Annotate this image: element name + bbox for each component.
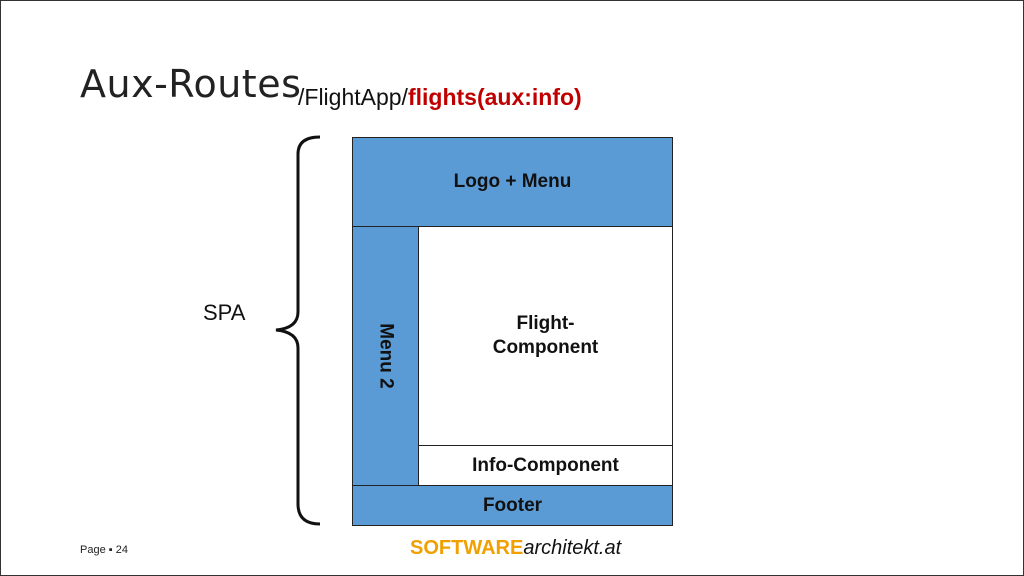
page-separator: ▪	[108, 544, 113, 556]
logo-software: SOFTWARE	[410, 537, 524, 559]
flight-component-label: Flight- Component	[492, 313, 599, 358]
logo-architekt: architekt.at	[523, 537, 622, 559]
logo-menu-label: Logo + Menu	[453, 171, 572, 192]
page-number: Page ▪ 24	[80, 544, 128, 556]
info-component-label: Info-Component	[472, 454, 619, 476]
flight-component-box: Flight- Component	[418, 226, 673, 446]
curly-brace-icon	[275, 135, 321, 526]
route-path-highlight: flights(aux:info)	[407, 84, 582, 110]
page-label: Page	[80, 544, 106, 556]
footer-box: Footer	[352, 485, 673, 526]
route-path-prefix: /FlightApp/	[298, 84, 408, 110]
footer-label: Footer	[482, 494, 543, 516]
info-component-box: Info-Component	[418, 445, 673, 486]
route-path: /FlightApp/flights(aux:info)	[298, 84, 582, 111]
page-number-value: 24	[115, 544, 128, 556]
menu2-label: Menu 2	[375, 323, 397, 389]
spa-label: SPA	[203, 300, 246, 325]
menu2-box: Menu 2	[352, 226, 419, 486]
slide-title: Aux-Routes	[80, 62, 302, 106]
company-logo: SOFTWAREarchitekt.at	[410, 537, 621, 560]
logo-menu-box: Logo + Menu	[352, 137, 673, 227]
